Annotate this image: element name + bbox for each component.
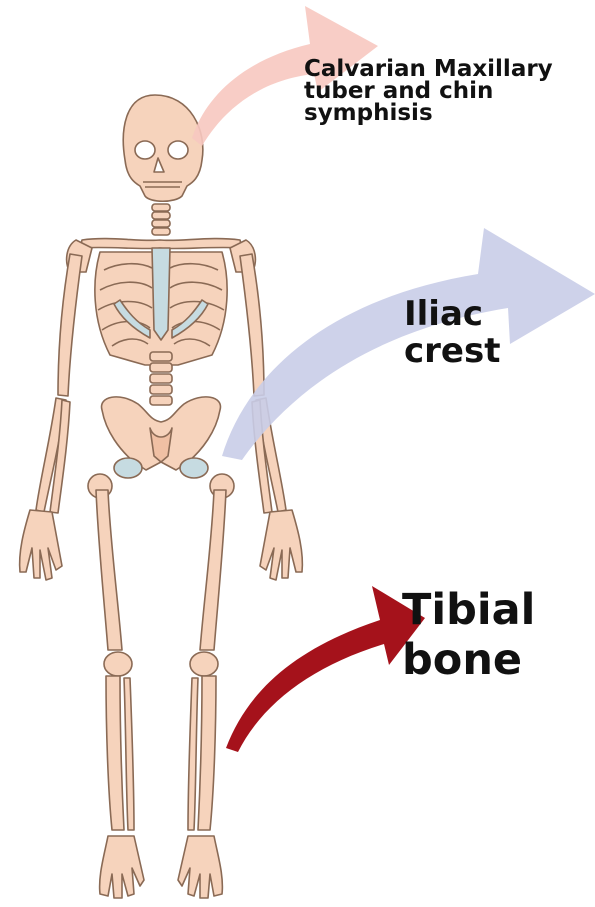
skull — [123, 95, 203, 201]
left-arm — [20, 254, 82, 580]
arrow-to-label-3 — [226, 586, 425, 752]
annotation-label-1-line-3: symphisis — [304, 102, 589, 124]
annotation-label-3: Tibial bone — [402, 585, 542, 685]
annotation-label-2-line-1: Iliac — [404, 296, 524, 333]
annotation-label-1: Calvarian Maxillary tuber and chin symph… — [304, 58, 589, 124]
annotation-label-2-line-2: crest — [404, 333, 524, 370]
annotation-label-1-line-1: Calvarian Maxillary — [304, 58, 589, 80]
left-leg — [88, 474, 144, 898]
lumbar-spine — [150, 352, 172, 405]
rib-cage — [95, 248, 227, 365]
cervical-spine — [152, 204, 170, 235]
right-leg — [178, 474, 234, 898]
annotation-label-3-line-1: Tibial — [402, 585, 542, 635]
annotation-label-3-line-2: bone — [402, 635, 542, 685]
pelvis — [102, 397, 221, 478]
annotation-label-1-line-2: tuber and chin — [304, 80, 589, 102]
annotation-label-2: Iliac crest — [404, 296, 524, 370]
skeleton-illustration — [20, 95, 303, 898]
